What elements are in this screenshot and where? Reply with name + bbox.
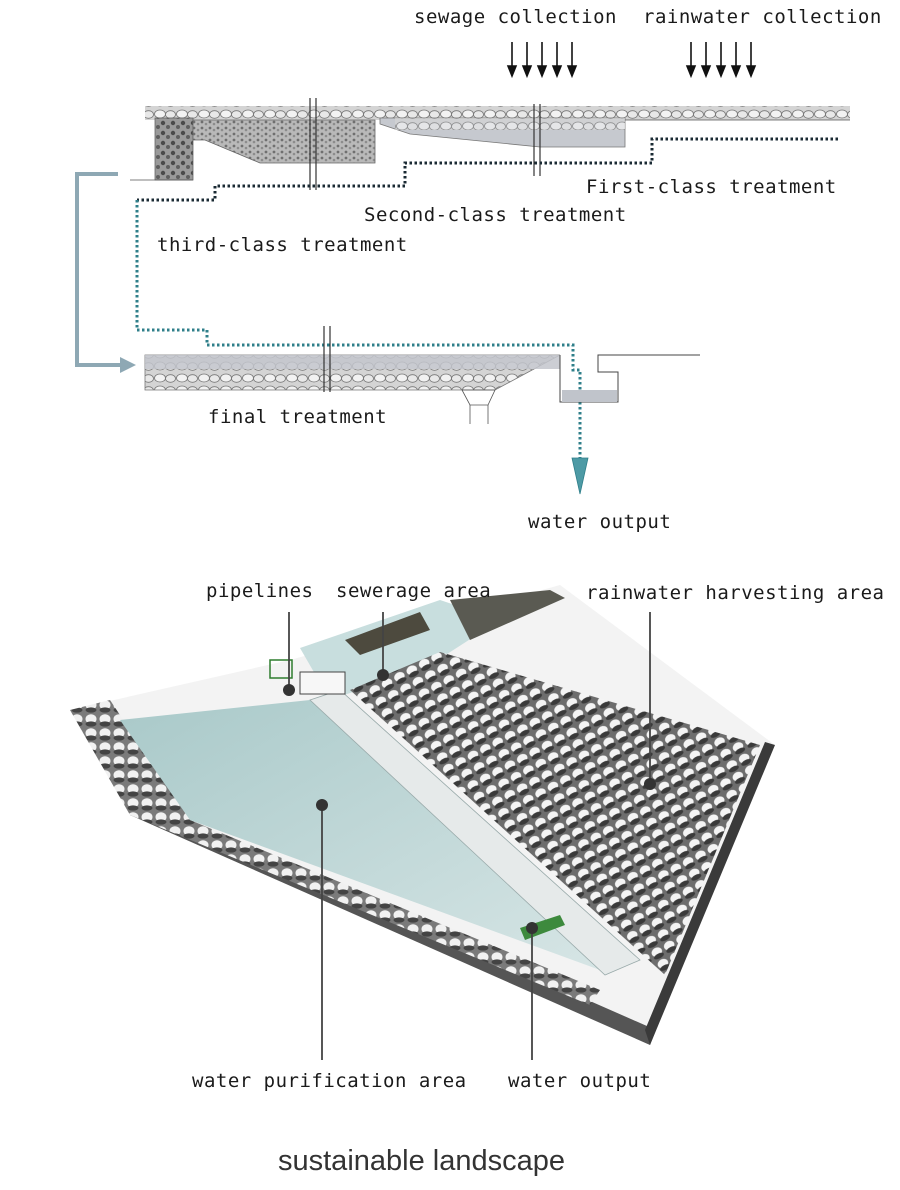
leader-dots xyxy=(283,669,656,934)
rainwater-inflow-arrows xyxy=(685,42,757,79)
pipeline-structure xyxy=(269,659,565,940)
rainwater-collection-label: rainwater collection xyxy=(643,6,882,28)
final-treatment-label: final treatment xyxy=(208,406,388,428)
water-output-label-bottom: water output xyxy=(508,1070,652,1092)
water-purification-area-label: water purification area xyxy=(192,1070,467,1092)
leader-lines xyxy=(288,612,651,1060)
output-arrow-head xyxy=(571,457,589,495)
rainwater-harvesting-field xyxy=(350,652,760,975)
sewerage-area xyxy=(300,590,565,700)
third-class-flow-line xyxy=(135,200,582,462)
first-class-flow-line xyxy=(137,137,838,202)
second-class-treatment-label: Second-class treatment xyxy=(364,204,627,226)
upper-treatment-section xyxy=(130,98,850,190)
sewerage-area-label: sewerage area xyxy=(336,580,492,602)
figure-caption: sustainable landscape xyxy=(278,1145,565,1177)
return-arrow-head xyxy=(120,357,136,373)
sewage-collection-label: sewage collection xyxy=(414,6,617,28)
third-class-treatment-label: third-class treatment xyxy=(157,234,408,256)
final-treatment-basin xyxy=(144,326,700,424)
return-flow-arrow xyxy=(75,172,122,367)
water-output-label-top: water output xyxy=(528,511,672,533)
rainwater-harvesting-area-label: rainwater harvesting area xyxy=(586,582,885,604)
sewage-inflow-arrows xyxy=(506,42,578,79)
central-channel xyxy=(309,689,641,976)
site-platform xyxy=(70,585,775,1045)
water-purification-basin xyxy=(120,700,600,970)
pipelines-label: pipelines xyxy=(206,580,314,602)
treatment-process-diagram xyxy=(75,42,850,495)
first-class-treatment-label: First-class treatment xyxy=(586,176,837,198)
